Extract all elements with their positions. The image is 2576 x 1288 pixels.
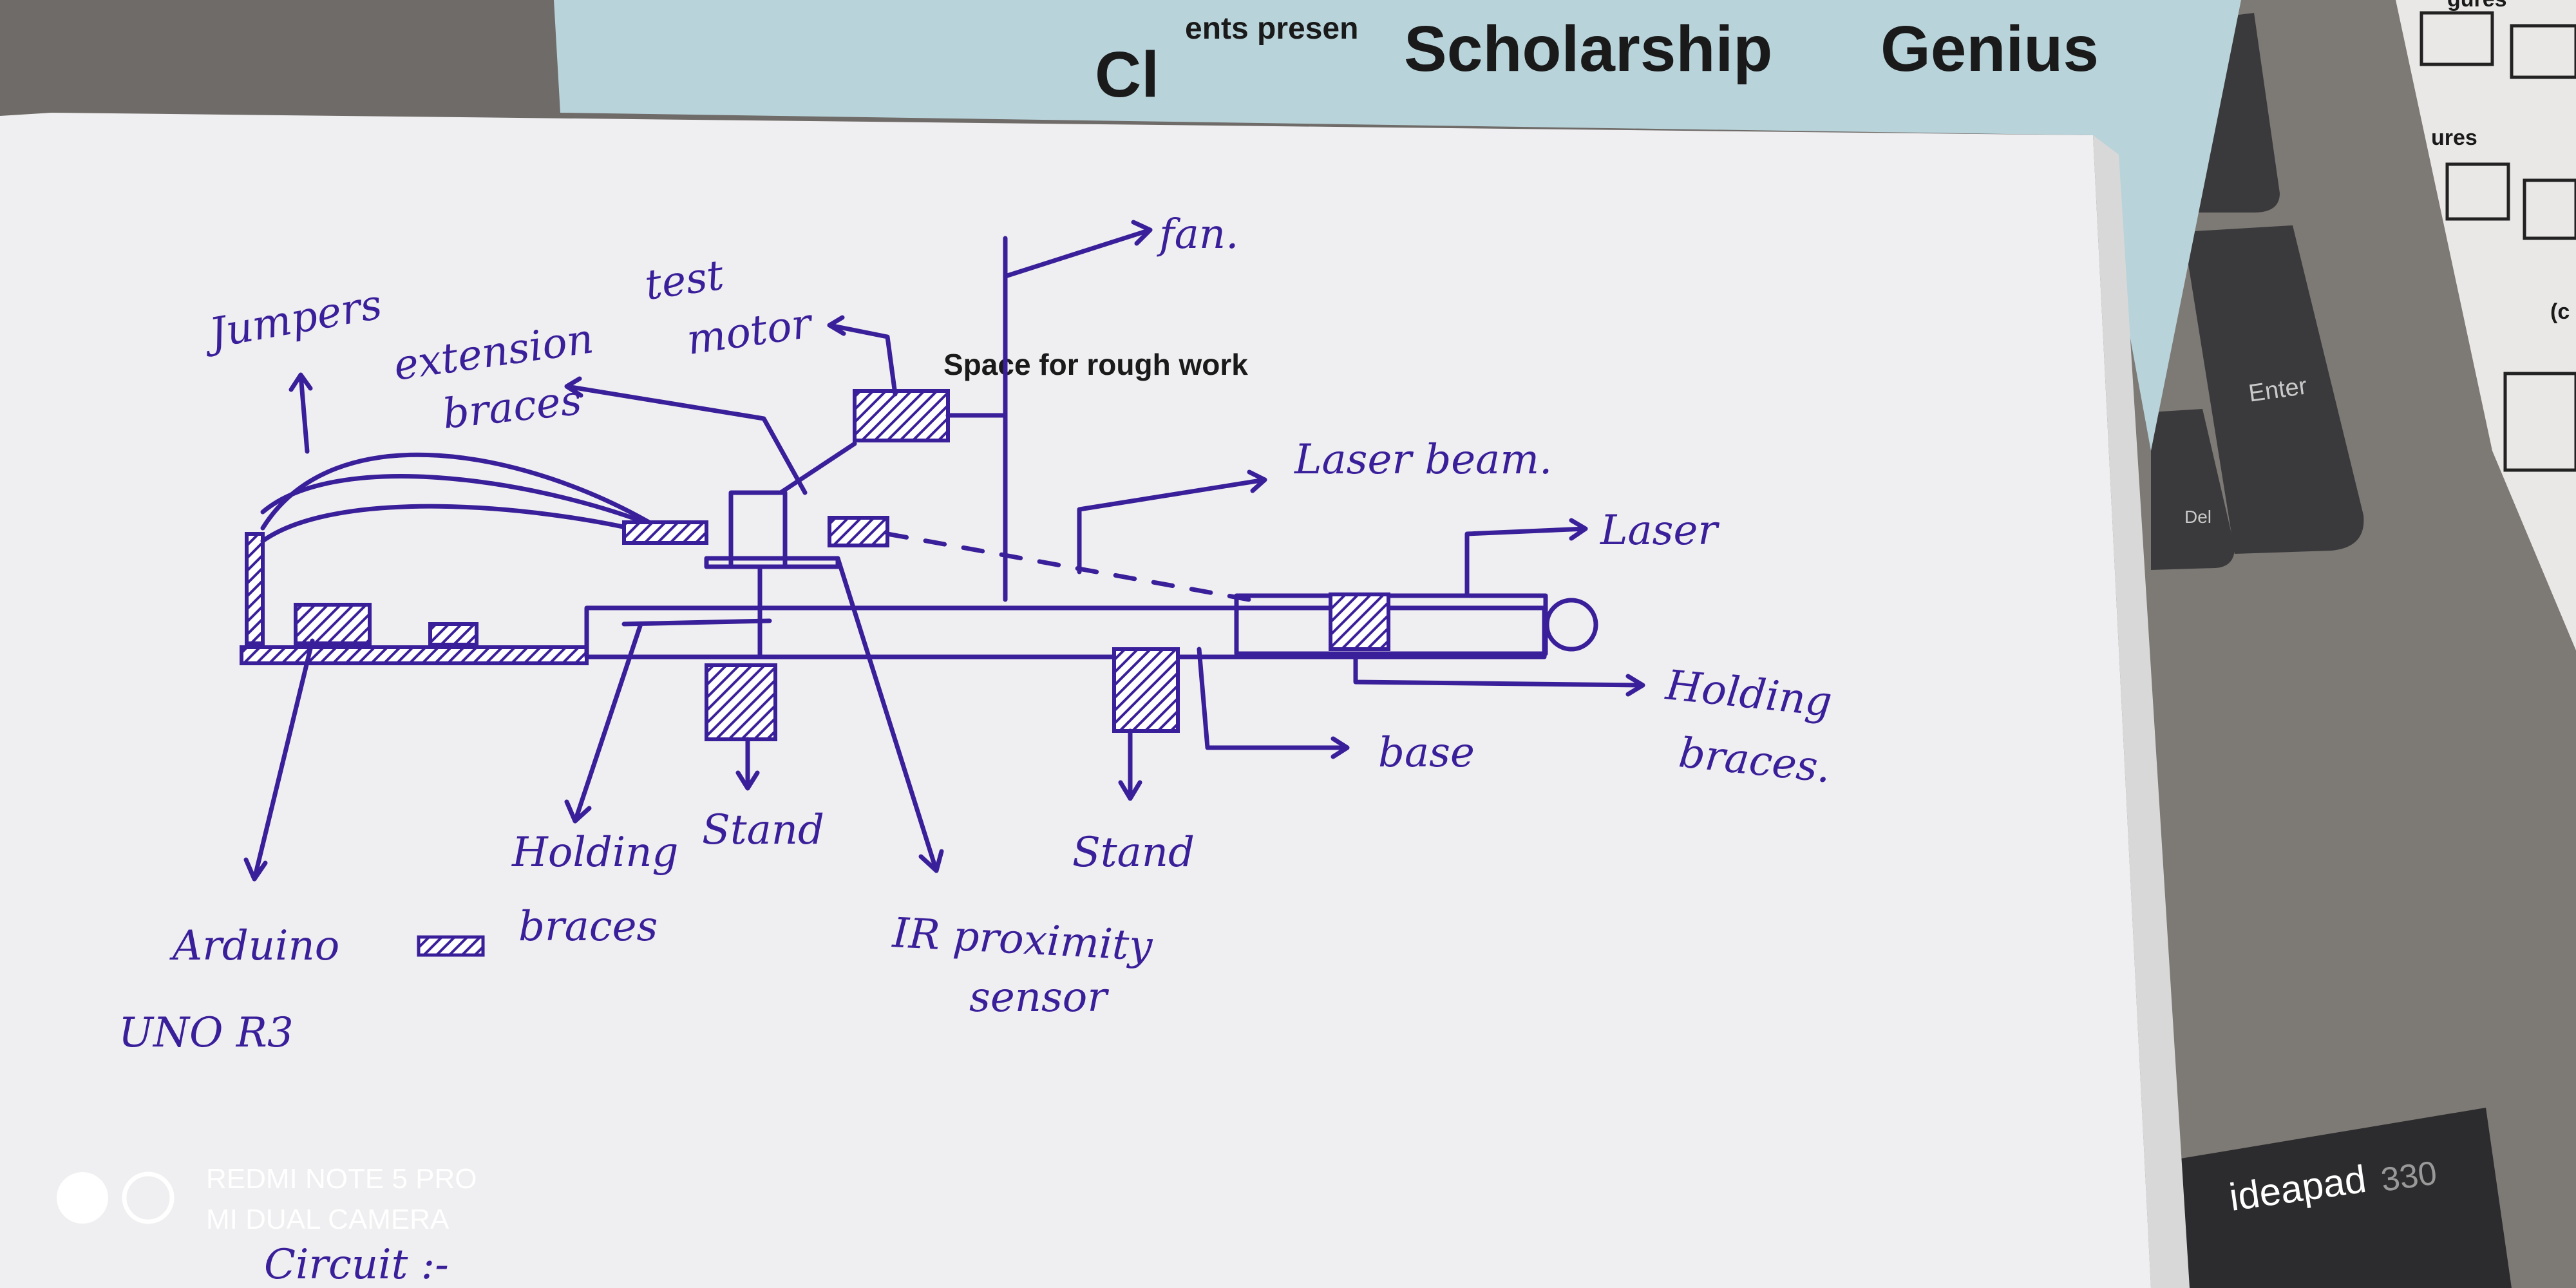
arduino-chip	[294, 603, 372, 645]
wire-connector	[622, 520, 708, 545]
blue-paper-title: Cl	[1095, 39, 1159, 111]
stand-left	[705, 663, 777, 741]
worksheet-text: (c	[2550, 299, 2570, 324]
label-fan: fan.	[1157, 211, 1238, 258]
stand-right	[1112, 647, 1180, 733]
laptop-model: 330	[2379, 1154, 2439, 1199]
label-test: test	[642, 252, 727, 310]
watermark-ring-icon	[122, 1171, 175, 1224]
blue-paper-subtitle: ents presen	[1185, 12, 1358, 46]
arduino-component	[428, 622, 478, 647]
figure-box	[2503, 372, 2576, 472]
del-key	[2151, 409, 2235, 570]
camera-watermark: REDMI NOTE 5 PRO MI DUAL CAMERA	[57, 1163, 477, 1235]
sketch-paper	[0, 113, 2151, 1288]
worksheet-text: ures	[2431, 126, 2477, 150]
fan-arrow	[1003, 220, 1153, 279]
label-holding-left: Holding	[511, 829, 678, 876]
label-base: base	[1378, 729, 1475, 777]
enter-key	[2183, 225, 2364, 554]
jumper-wire	[260, 504, 659, 544]
figure-box	[2523, 178, 2576, 240]
watermark-dot-icon	[57, 1172, 108, 1224]
label-braces-left: braces	[518, 903, 658, 951]
label-laser-beam: Laser beam.	[1294, 436, 1552, 484]
label-laser: Laser	[1600, 507, 1719, 554]
figure-box	[2420, 11, 2494, 66]
laser-housing	[1234, 593, 1548, 656]
blue-paper-title: Genius	[1880, 13, 2099, 85]
stand-left-arrow	[735, 737, 760, 791]
right-worksheet: gures ures (c	[2396, 0, 2576, 650]
label-stand-right: Stand	[1072, 829, 1195, 876]
test-motor-arrow	[827, 315, 898, 397]
arduino-board	[240, 645, 589, 665]
holding-braces-arrow	[1353, 654, 1645, 697]
blue-paper-title: Scholarship	[1404, 13, 1772, 85]
jumper-header	[245, 532, 265, 645]
stand-right-arrow	[1118, 728, 1142, 801]
blue-paper: Cl ents presen Scholarship Genius	[554, 0, 2241, 451]
watermark-line1: REDMI NOTE 5 PRO	[206, 1163, 477, 1195]
del-key-label: Del	[2184, 507, 2211, 527]
ir-sensor	[828, 516, 889, 547]
laser-arrow	[1464, 518, 1588, 597]
test-motor	[853, 389, 950, 442]
base-arrow	[1197, 647, 1350, 759]
label-sensor: sensor	[969, 974, 1109, 1021]
sketch	[240, 220, 1645, 957]
holding-braces-left-arrow	[564, 618, 772, 824]
label-stand-left: Stand	[702, 806, 824, 854]
worksheet-text: gures	[2447, 0, 2507, 12]
paper-edge	[2093, 135, 2190, 1288]
laser-beam-arrow	[1077, 469, 1267, 574]
label-circuit: Circuit :-	[264, 1241, 449, 1288]
jumpers-arrow	[289, 372, 313, 454]
printed-note: Space for rough work	[943, 348, 1248, 381]
scribble	[417, 935, 485, 957]
jumper-wire	[260, 452, 659, 531]
laser-holding-brace	[1329, 592, 1390, 651]
label-uno: UNO R3	[118, 1009, 294, 1057]
figure-box	[2445, 162, 2510, 221]
extension-braces-line	[564, 376, 808, 495]
ir-arrow	[835, 556, 944, 873]
figure-box	[2510, 24, 2576, 79]
laptop-badge	[2177, 1108, 2512, 1288]
watermark-line2: MI DUAL CAMERA	[206, 1204, 450, 1235]
label-arduino: Arduino	[169, 922, 339, 970]
motor-to-mount	[778, 441, 857, 495]
jumper-wire	[260, 474, 659, 529]
arduino-arrow	[243, 638, 315, 882]
